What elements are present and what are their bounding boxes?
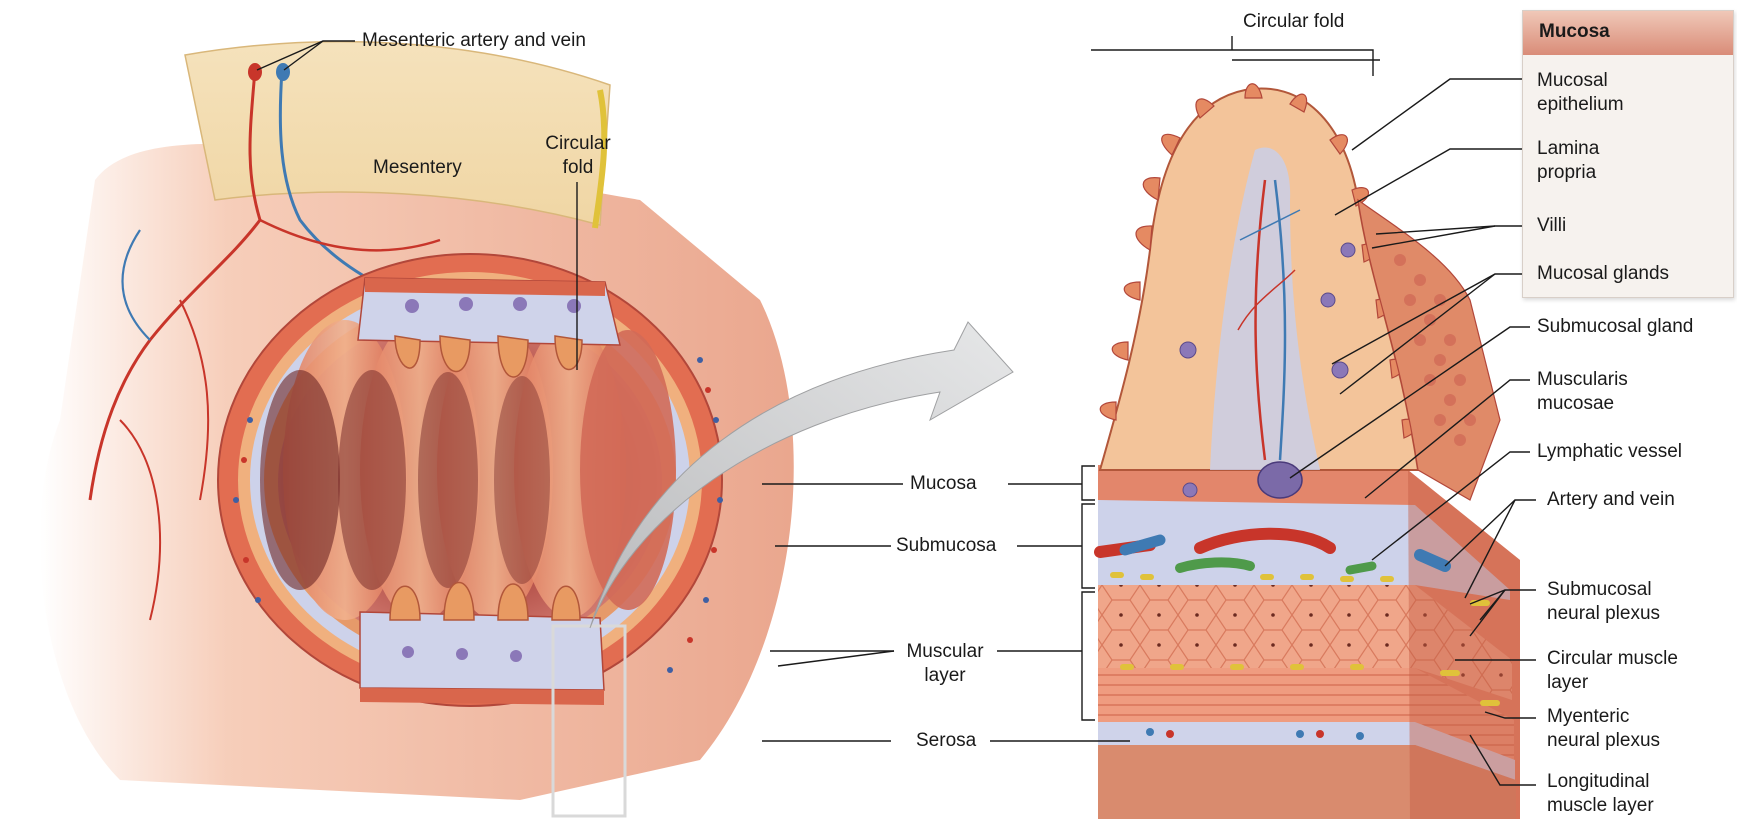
label-line: neural plexus xyxy=(1547,602,1660,626)
label-line: Lamina xyxy=(1537,137,1599,161)
label-line: fold xyxy=(540,156,616,180)
label-submucosa: Submucosa xyxy=(896,534,996,558)
label-circular-fold-right: Circular fold xyxy=(1243,10,1344,34)
label-line: layer xyxy=(1547,671,1678,695)
label-longitudinal-muscle-layer: Longitudinal muscle layer xyxy=(1547,770,1654,818)
label-mucosal-glands: Mucosal glands xyxy=(1537,262,1669,286)
label-submucosal-neural-plexus: Submucosal neural plexus xyxy=(1547,578,1660,626)
label-villi: Villi xyxy=(1537,214,1566,238)
label-myenteric-neural-plexus: Myenteric neural plexus xyxy=(1547,705,1660,753)
label-mucosal-epithelium: Mucosal epithelium xyxy=(1537,69,1624,117)
mucosa-key-title: Mucosa xyxy=(1539,21,1610,43)
label-line: Submucosal xyxy=(1547,578,1660,602)
label-line: Circular xyxy=(540,132,616,156)
label-line: neural plexus xyxy=(1547,729,1660,753)
label-circular-fold-left: Circular fold xyxy=(540,132,616,180)
label-muscularis-mucosae: Muscularis mucosae xyxy=(1537,368,1628,416)
label-line: mucosae xyxy=(1537,392,1628,416)
label-circular-muscle-layer: Circular muscle layer xyxy=(1547,647,1678,695)
label-mesenteric-artery-and-vein: Mesenteric artery and vein xyxy=(362,29,586,53)
label-lymphatic-vessel: Lymphatic vessel xyxy=(1537,440,1682,464)
label-serosa: Serosa xyxy=(916,729,976,753)
label-line: layer xyxy=(897,664,993,688)
label-line: Longitudinal xyxy=(1547,770,1654,794)
label-line: propria xyxy=(1537,161,1599,185)
label-lamina-propria: Lamina propria xyxy=(1537,137,1599,185)
label-line: Mucosal xyxy=(1537,69,1624,93)
label-muscular-layer: Muscular layer xyxy=(897,640,993,688)
label-line: Muscularis xyxy=(1537,368,1628,392)
label-line: epithelium xyxy=(1537,93,1624,117)
label-line: Circular muscle xyxy=(1547,647,1678,671)
label-line: Myenteric xyxy=(1547,705,1660,729)
label-mucosa: Mucosa xyxy=(910,472,977,496)
label-line: Muscular xyxy=(897,640,993,664)
label-line: muscle layer xyxy=(1547,794,1654,818)
label-mesentery: Mesentery xyxy=(373,156,462,180)
label-artery-and-vein: Artery and vein xyxy=(1547,488,1675,512)
label-submucosal-gland: Submucosal gland xyxy=(1537,315,1693,339)
